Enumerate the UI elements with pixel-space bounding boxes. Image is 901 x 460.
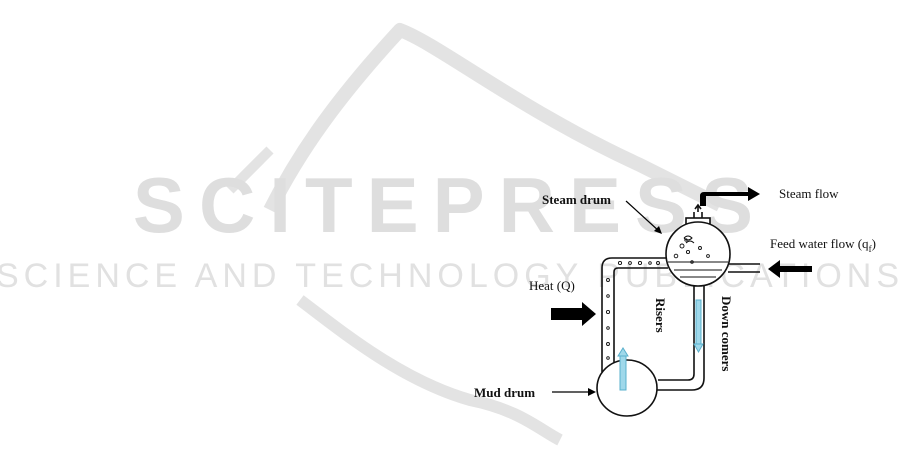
heat-arrow [551, 302, 596, 326]
mud-drum-pointer-head [588, 388, 596, 396]
label-risers: Risers [653, 298, 668, 333]
label-heat: Heat (Q) [529, 278, 575, 293]
downcomer-flow-tube [696, 300, 701, 346]
downcomer-flow-arrow [694, 344, 703, 352]
label-feed-water: Feed water flow (qf) [770, 236, 876, 254]
riser-flow-tube [620, 354, 626, 390]
watermark-tagline: SCIENCE AND TECHNOLOGY PUBLICATIONS [0, 257, 901, 295]
label-steam-drum: Steam drum [542, 192, 611, 207]
watermark-book-page [300, 300, 560, 440]
label-feed-water-main: Feed water flow (q [770, 236, 869, 251]
watermark: SCITEPRESS SCIENCE AND TECHNOLOGY PUBLIC… [0, 30, 901, 440]
label-steam-flow: Steam flow [779, 186, 839, 201]
label-feed-water-close: ) [872, 236, 876, 251]
label-mud-drum: Mud drum [474, 385, 535, 400]
riser-flow-arrow [618, 348, 628, 356]
label-down-comers: Down comers [719, 296, 734, 371]
mud-drum [597, 360, 657, 416]
